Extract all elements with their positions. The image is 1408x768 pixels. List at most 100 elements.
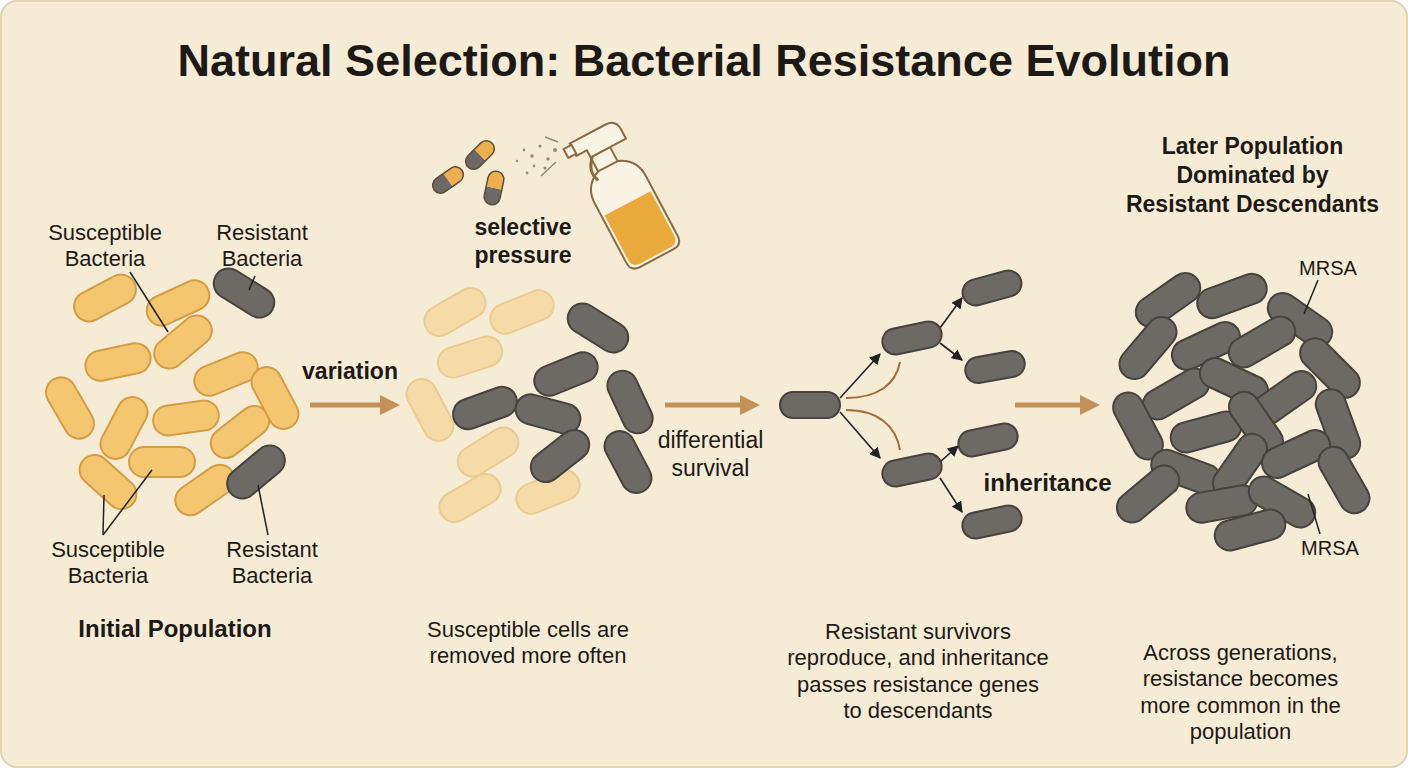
spray-head — [570, 119, 626, 163]
division-arrow — [940, 446, 958, 462]
leader-line — [258, 485, 268, 535]
bacterium — [246, 362, 303, 434]
bacterium — [780, 392, 840, 418]
bacterium — [963, 349, 1027, 385]
arrow-label: differential survival — [641, 427, 781, 482]
leader-line — [249, 276, 255, 290]
bacterium — [401, 374, 458, 446]
mist-dot — [530, 154, 534, 158]
callout-label: Susceptible Bacteria — [38, 537, 178, 590]
bacterium — [602, 366, 657, 438]
bottle-body — [582, 153, 682, 272]
bacterium — [449, 383, 521, 434]
bacterium — [83, 340, 154, 383]
mist-dot — [553, 148, 557, 152]
stage-arrow — [665, 403, 748, 408]
treated-population — [401, 283, 657, 528]
bacterium — [599, 426, 656, 498]
later-population — [1108, 267, 1375, 554]
callout-label: Resistant Bacteria — [200, 220, 325, 273]
antibiotic-pills — [429, 137, 505, 206]
mist-line — [545, 137, 558, 142]
bacterium — [880, 451, 944, 489]
mist-dot — [516, 160, 519, 163]
bacterium — [956, 421, 1020, 459]
callout-label: Susceptible Bacteria — [35, 220, 175, 273]
lineage-curve — [846, 410, 900, 450]
leader-line — [103, 495, 104, 535]
diagram-title: Natural Selection: Bacterial Resistance … — [0, 34, 1408, 88]
spray-bottle — [563, 119, 683, 273]
division-arrow — [940, 343, 962, 360]
stage-heading: Susceptible cells are removed more often — [408, 617, 648, 670]
bacterium — [1223, 311, 1300, 373]
mist-dot — [533, 165, 536, 168]
stage-panel: Later Population Dominated by Resistant … — [1100, 120, 1380, 730]
division-arrow — [840, 412, 880, 458]
stage-caption: Across generations, resistance becomes m… — [1128, 640, 1353, 746]
bottle-liquid — [605, 191, 679, 268]
spray-nozzle — [564, 145, 577, 158]
bacterium — [221, 439, 291, 504]
arrow-label: variation — [270, 358, 430, 386]
bacterium — [129, 447, 195, 477]
stage-panel: Susceptible cells are removed more often — [400, 270, 665, 670]
division-arrow — [840, 354, 880, 398]
spray-mist — [516, 137, 558, 176]
bacterium — [1211, 506, 1288, 554]
mist-dot — [546, 157, 550, 161]
bacterium — [452, 422, 524, 482]
arrow-label: inheritance — [968, 469, 1128, 498]
stage-panel: Resistant survivors reproduce, and inher… — [760, 270, 1015, 720]
bacterium — [208, 263, 280, 323]
bacterium — [880, 319, 944, 357]
bacterium — [960, 268, 1025, 309]
leader-line — [1308, 494, 1320, 534]
pill — [483, 170, 506, 207]
leader-line — [103, 470, 152, 535]
mist-dot — [526, 172, 529, 175]
stage-panel: Initial Population — [40, 270, 310, 660]
bacterium — [486, 286, 558, 339]
initial-population — [41, 263, 304, 535]
bacterium — [525, 424, 595, 488]
pill — [462, 137, 497, 172]
mist-dot — [523, 149, 526, 152]
pill — [429, 164, 466, 197]
bacterium — [69, 269, 141, 326]
bacterium — [434, 469, 506, 528]
bacterium — [151, 399, 221, 438]
leader-line — [130, 272, 168, 332]
bacterium — [1193, 270, 1271, 323]
bacterium — [419, 283, 491, 342]
stage-heading: Later Population Dominated by Resistant … — [1124, 132, 1381, 218]
bacterium — [1313, 441, 1375, 518]
bacterium — [562, 298, 634, 358]
spray-trigger — [585, 156, 603, 181]
division-arrow — [940, 298, 962, 328]
pressure-label: selective pressure — [453, 214, 593, 269]
reproduction-tree — [780, 268, 1027, 541]
callout-label: MRSA — [1290, 536, 1370, 560]
stage-arrow — [310, 403, 388, 408]
stage-arrow — [1015, 403, 1088, 408]
bacterium — [1113, 311, 1182, 385]
mist-line — [541, 162, 556, 176]
stage-heading: Initial Population — [40, 615, 310, 644]
bacterium — [530, 348, 602, 401]
stage-heading: Resistant survivors reproduce, and inher… — [786, 619, 1050, 725]
bacterium — [41, 372, 100, 444]
mist-dot — [543, 166, 546, 169]
callout-label: Resistant Bacteria — [210, 537, 335, 590]
leader-line — [1304, 280, 1318, 314]
lineage-curve — [846, 362, 900, 398]
bacterium — [1111, 459, 1185, 528]
division-arrow — [940, 478, 962, 512]
callout-label: MRSA — [1288, 256, 1368, 280]
bacterium — [960, 503, 1024, 541]
bacterium — [434, 333, 506, 382]
mist-dot — [538, 144, 541, 147]
bacterium — [190, 348, 262, 401]
